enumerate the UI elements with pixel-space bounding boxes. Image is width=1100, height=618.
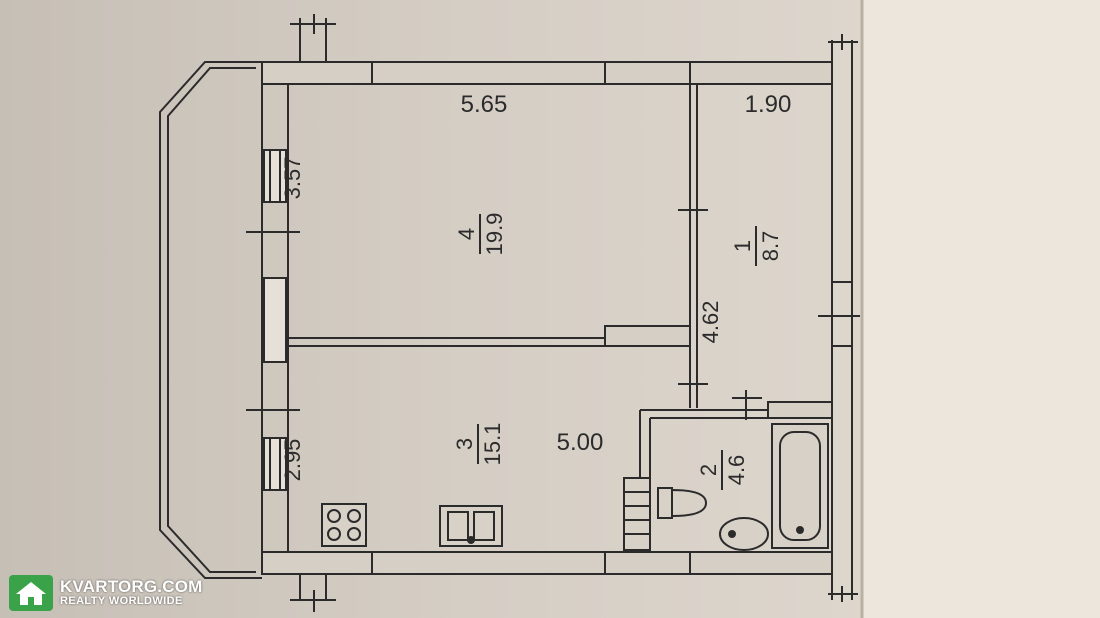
dim-1-90: 1.90 <box>745 91 792 118</box>
stove <box>321 503 367 547</box>
balcony <box>159 61 262 579</box>
room-label-4: 4 19.9 <box>454 213 507 256</box>
floor-plan <box>159 14 860 612</box>
kitchen-sink <box>439 505 503 547</box>
room-label-3: 3 15.1 <box>452 423 505 466</box>
room-area: 8.7 <box>758 231 783 262</box>
washing-machine <box>623 477 651 551</box>
watermark: KVARTORG.COM REALTY WORLDWIDE <box>8 574 203 612</box>
watermark-site: KVARTORG.COM <box>60 577 203 597</box>
watermark-tagline: REALTY WORLDWIDE <box>60 595 183 608</box>
bathtub <box>771 423 829 549</box>
room-area: 15.1 <box>480 423 505 466</box>
outer-walls <box>261 40 853 600</box>
dim-5-65: 5.65 <box>461 91 508 118</box>
dim-2-95: 2.95 <box>280 439 305 482</box>
dimension-labels: 5.65 1.90 3.57 2.95 4.62 5.00 <box>280 91 791 481</box>
top-marker <box>290 14 336 612</box>
room-number: 2 <box>696 464 721 476</box>
paper-sheet <box>0 0 862 618</box>
room-area: 19.9 <box>482 213 507 256</box>
room-label-1: 1 8.7 <box>730 226 783 266</box>
room-label-2: 2 4.6 <box>696 450 749 490</box>
washbasin <box>719 517 769 551</box>
interior-walls <box>288 84 833 552</box>
dim-4-62: 4.62 <box>698 301 723 344</box>
room-number: 4 <box>454 228 479 240</box>
room-area: 4.6 <box>724 455 749 486</box>
page-edge <box>862 0 1100 618</box>
house-logo-icon <box>8 574 54 612</box>
room-number: 1 <box>730 240 755 252</box>
dim-3-57: 3.57 <box>280 157 305 200</box>
room-number: 3 <box>452 438 477 450</box>
dim-5-00: 5.00 <box>557 429 604 456</box>
toilet <box>657 487 708 519</box>
